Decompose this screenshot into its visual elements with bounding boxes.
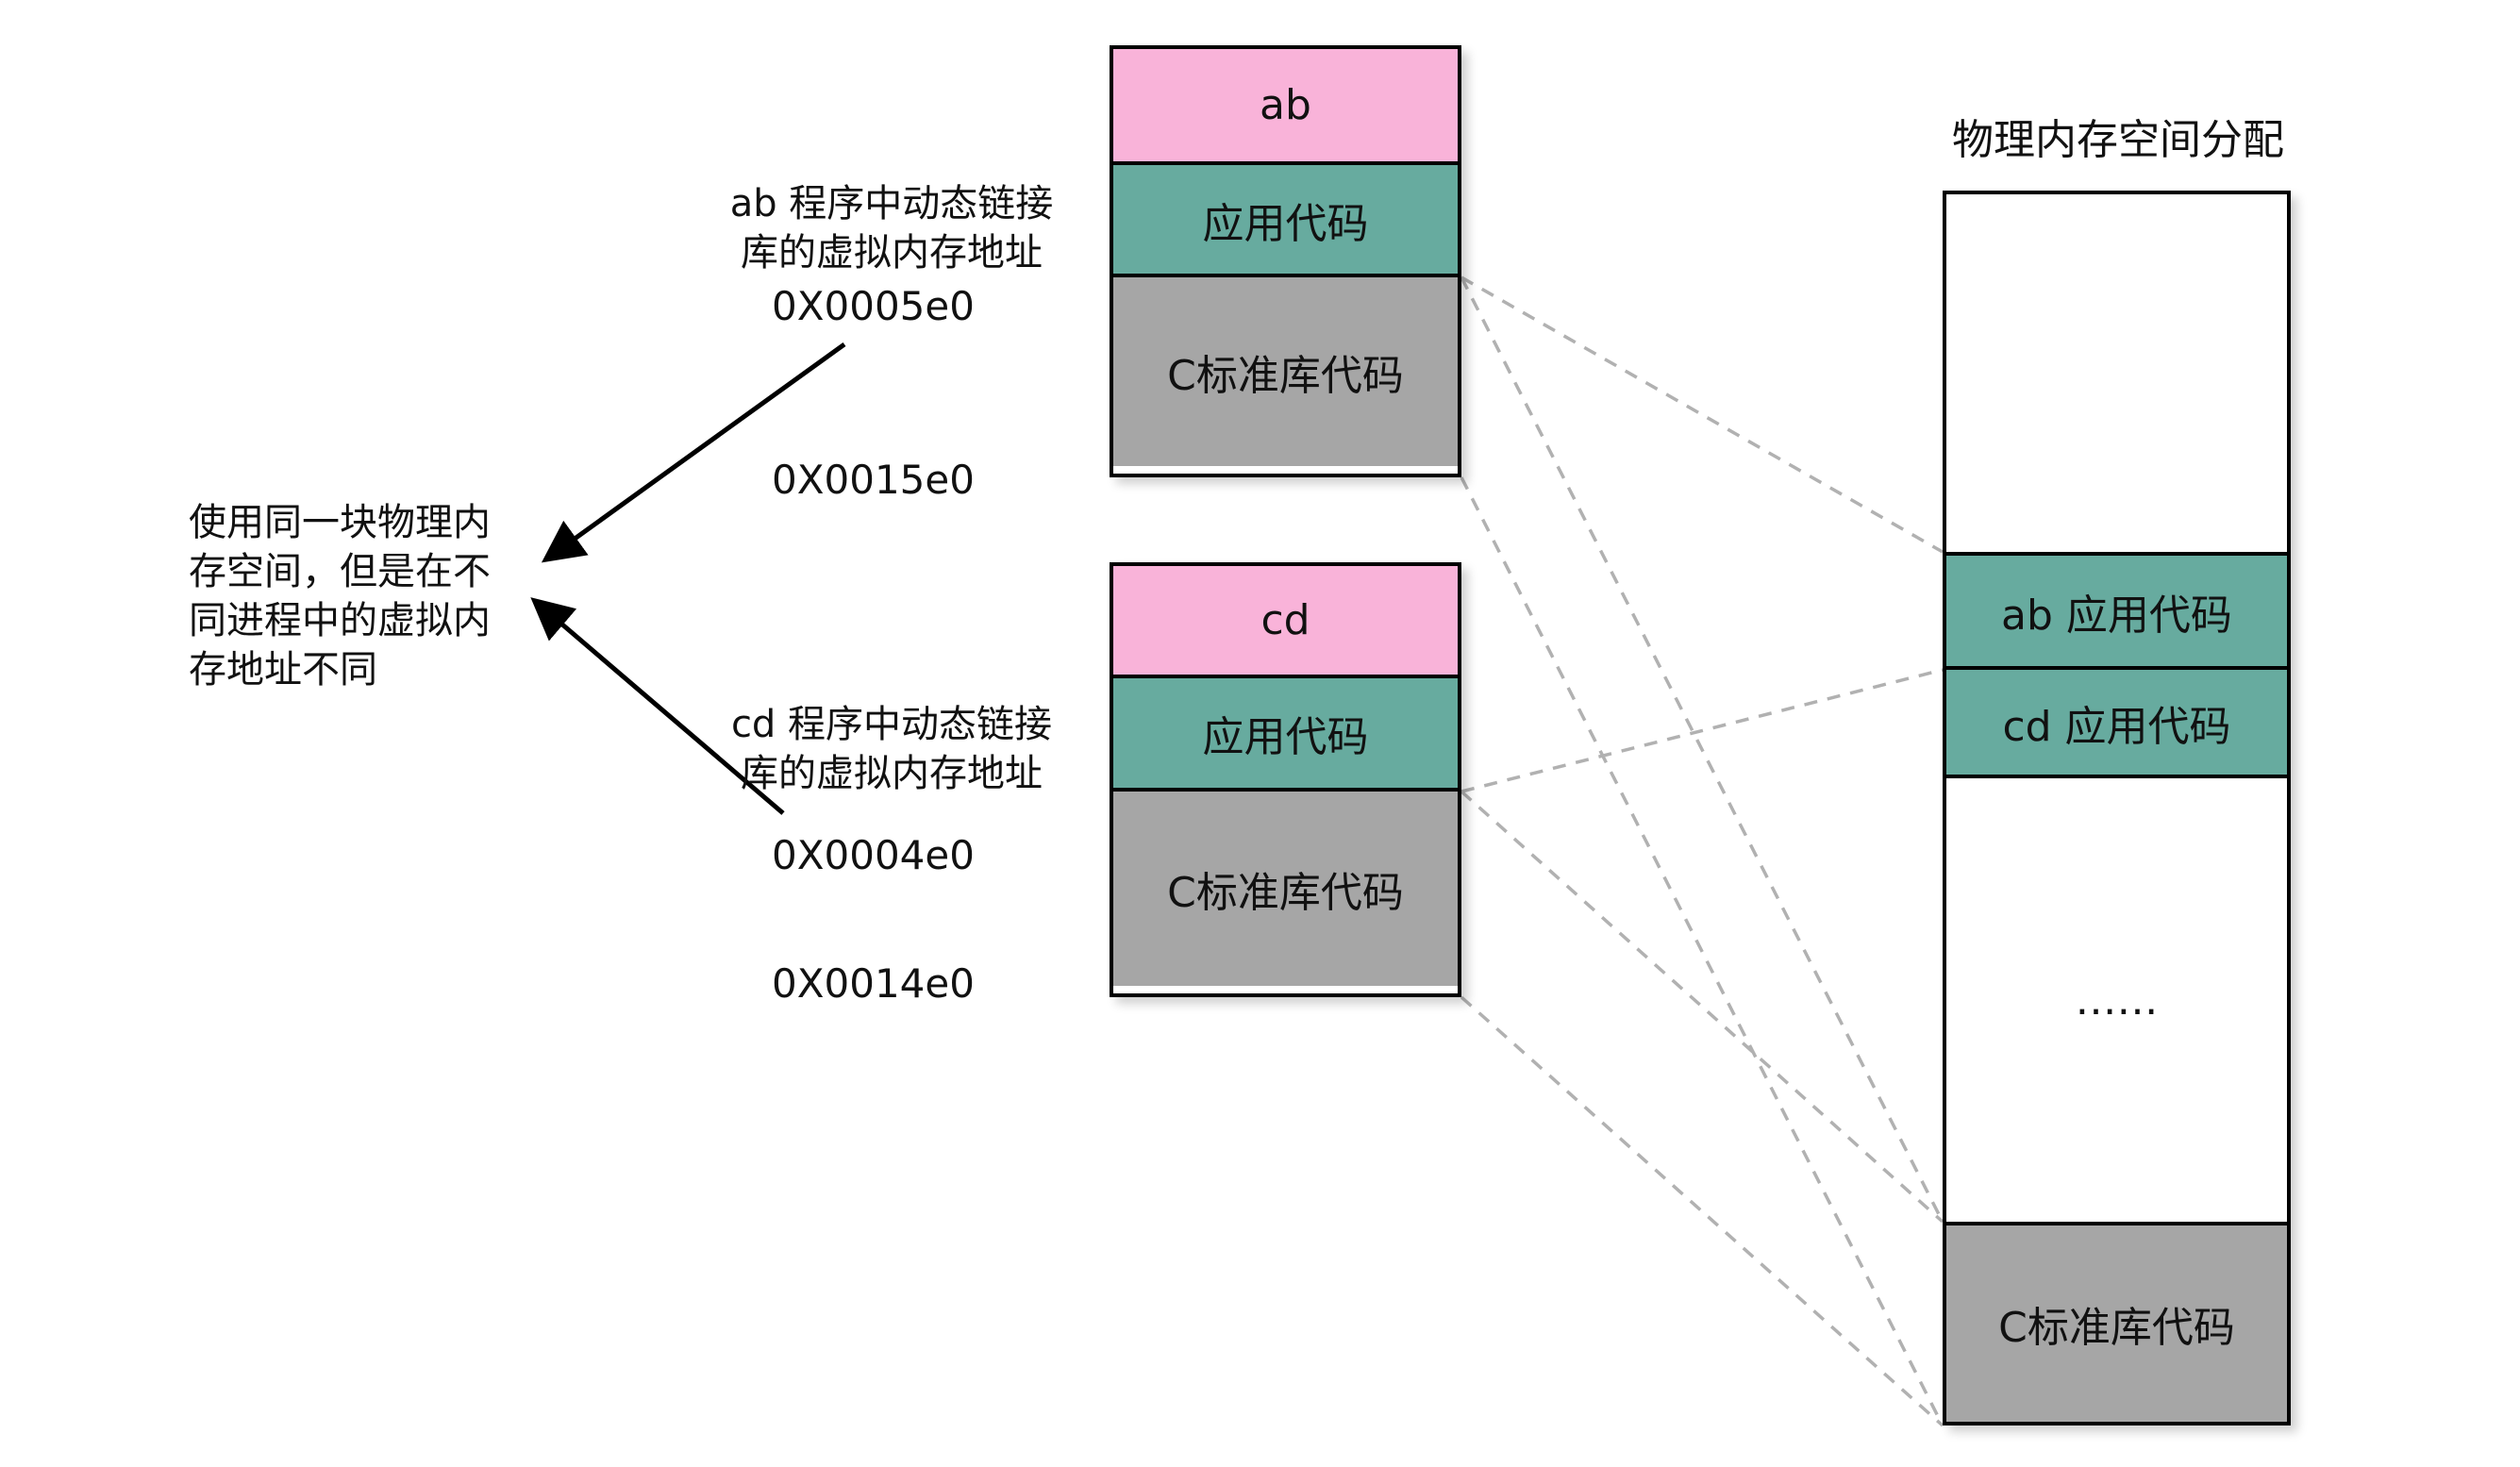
cd-program-label: cd bbox=[1260, 596, 1310, 644]
cd-address-start: 0X0004e0 bbox=[772, 832, 975, 878]
physical-cd-app-label: cd 应用代码 bbox=[2002, 702, 2231, 751]
mapping-dashed-line-cd-lib-top bbox=[1460, 790, 1944, 1224]
physical-cd-app-segment: cd 应用代码 bbox=[1946, 670, 2287, 778]
mapping-dashed-line-ab-lib-bottom bbox=[1460, 476, 1944, 1426]
ab-app-code-label: 应用代码 bbox=[1202, 199, 1369, 248]
process-ab-stack: ab 应用代码 C标准库代码 bbox=[1110, 45, 1461, 477]
cd-lib-code-segment: C标准库代码 bbox=[1113, 788, 1458, 986]
physical-lib-segment: C标准库代码 bbox=[1946, 1222, 2287, 1422]
arrow-ab-to-note bbox=[541, 342, 846, 563]
process-cd-stack: cd 应用代码 C标准库代码 bbox=[1110, 562, 1461, 997]
note-line3: 同进程中的虚拟内 bbox=[189, 599, 491, 642]
cd-virtual-address-caption-line1: cd 程序中动态链接 bbox=[730, 703, 1053, 746]
cd-address-end: 0X0014e0 bbox=[772, 960, 975, 1007]
mapping-dashed-line-cd-lib-bottom bbox=[1460, 995, 1944, 1427]
ab-virtual-address-caption: ab 程序中动态链接 库的虚拟内存地址 bbox=[693, 179, 1090, 277]
mapping-dashed-line-ab-app bbox=[1460, 275, 1944, 554]
physical-memory-title: 物理内存空间分配 bbox=[1952, 116, 2284, 164]
note-line1: 使用同一块物理内 bbox=[189, 501, 491, 544]
mapping-dashed-line-ab-lib-top bbox=[1460, 276, 1944, 1223]
ab-virtual-address-caption-line2: 库的虚拟内存地址 bbox=[741, 231, 1043, 275]
physical-ab-app-segment: ab 应用代码 bbox=[1946, 552, 2287, 670]
cd-program-segment: cd bbox=[1113, 566, 1458, 675]
physical-ab-app-label: ab 应用代码 bbox=[2001, 591, 2232, 640]
ab-address-end: 0X0015e0 bbox=[772, 457, 975, 503]
note-line2: 存空间，但是在不 bbox=[189, 550, 491, 593]
ab-program-segment: ab bbox=[1113, 49, 1458, 161]
cd-lib-code-label: C标准库代码 bbox=[1167, 869, 1404, 917]
mapping-dashed-line-cd-app bbox=[1460, 668, 1944, 793]
cd-app-code-label: 应用代码 bbox=[1202, 713, 1369, 761]
physical-ellipsis-segment: …… bbox=[1946, 778, 2287, 1222]
ab-virtual-address-caption-line1: ab 程序中动态链接 bbox=[729, 182, 1054, 225]
physical-ellipsis-label: …… bbox=[2075, 975, 2159, 1025]
shared-physical-memory-note: 使用同一块物理内 存空间，但是在不 同进程中的虚拟内 存地址不同 bbox=[189, 498, 557, 694]
cd-virtual-address-caption-line2: 库的虚拟内存地址 bbox=[741, 752, 1043, 795]
physical-lib-label: C标准库代码 bbox=[1998, 1304, 2235, 1352]
ab-program-label: ab bbox=[1260, 81, 1311, 129]
cd-app-code-segment: 应用代码 bbox=[1113, 675, 1458, 788]
cd-virtual-address-caption: cd 程序中动态链接 库的虚拟内存地址 bbox=[693, 700, 1090, 798]
physical-free-top-segment bbox=[1946, 194, 2287, 552]
ab-lib-code-segment: C标准库代码 bbox=[1113, 274, 1458, 466]
physical-memory-box: ab 应用代码 cd 应用代码 …… C标准库代码 bbox=[1943, 191, 2291, 1425]
ab-lib-code-label: C标准库代码 bbox=[1167, 352, 1404, 400]
ab-address-start: 0X0005e0 bbox=[772, 283, 975, 329]
note-line4: 存地址不同 bbox=[189, 648, 377, 692]
ab-app-code-segment: 应用代码 bbox=[1113, 161, 1458, 274]
